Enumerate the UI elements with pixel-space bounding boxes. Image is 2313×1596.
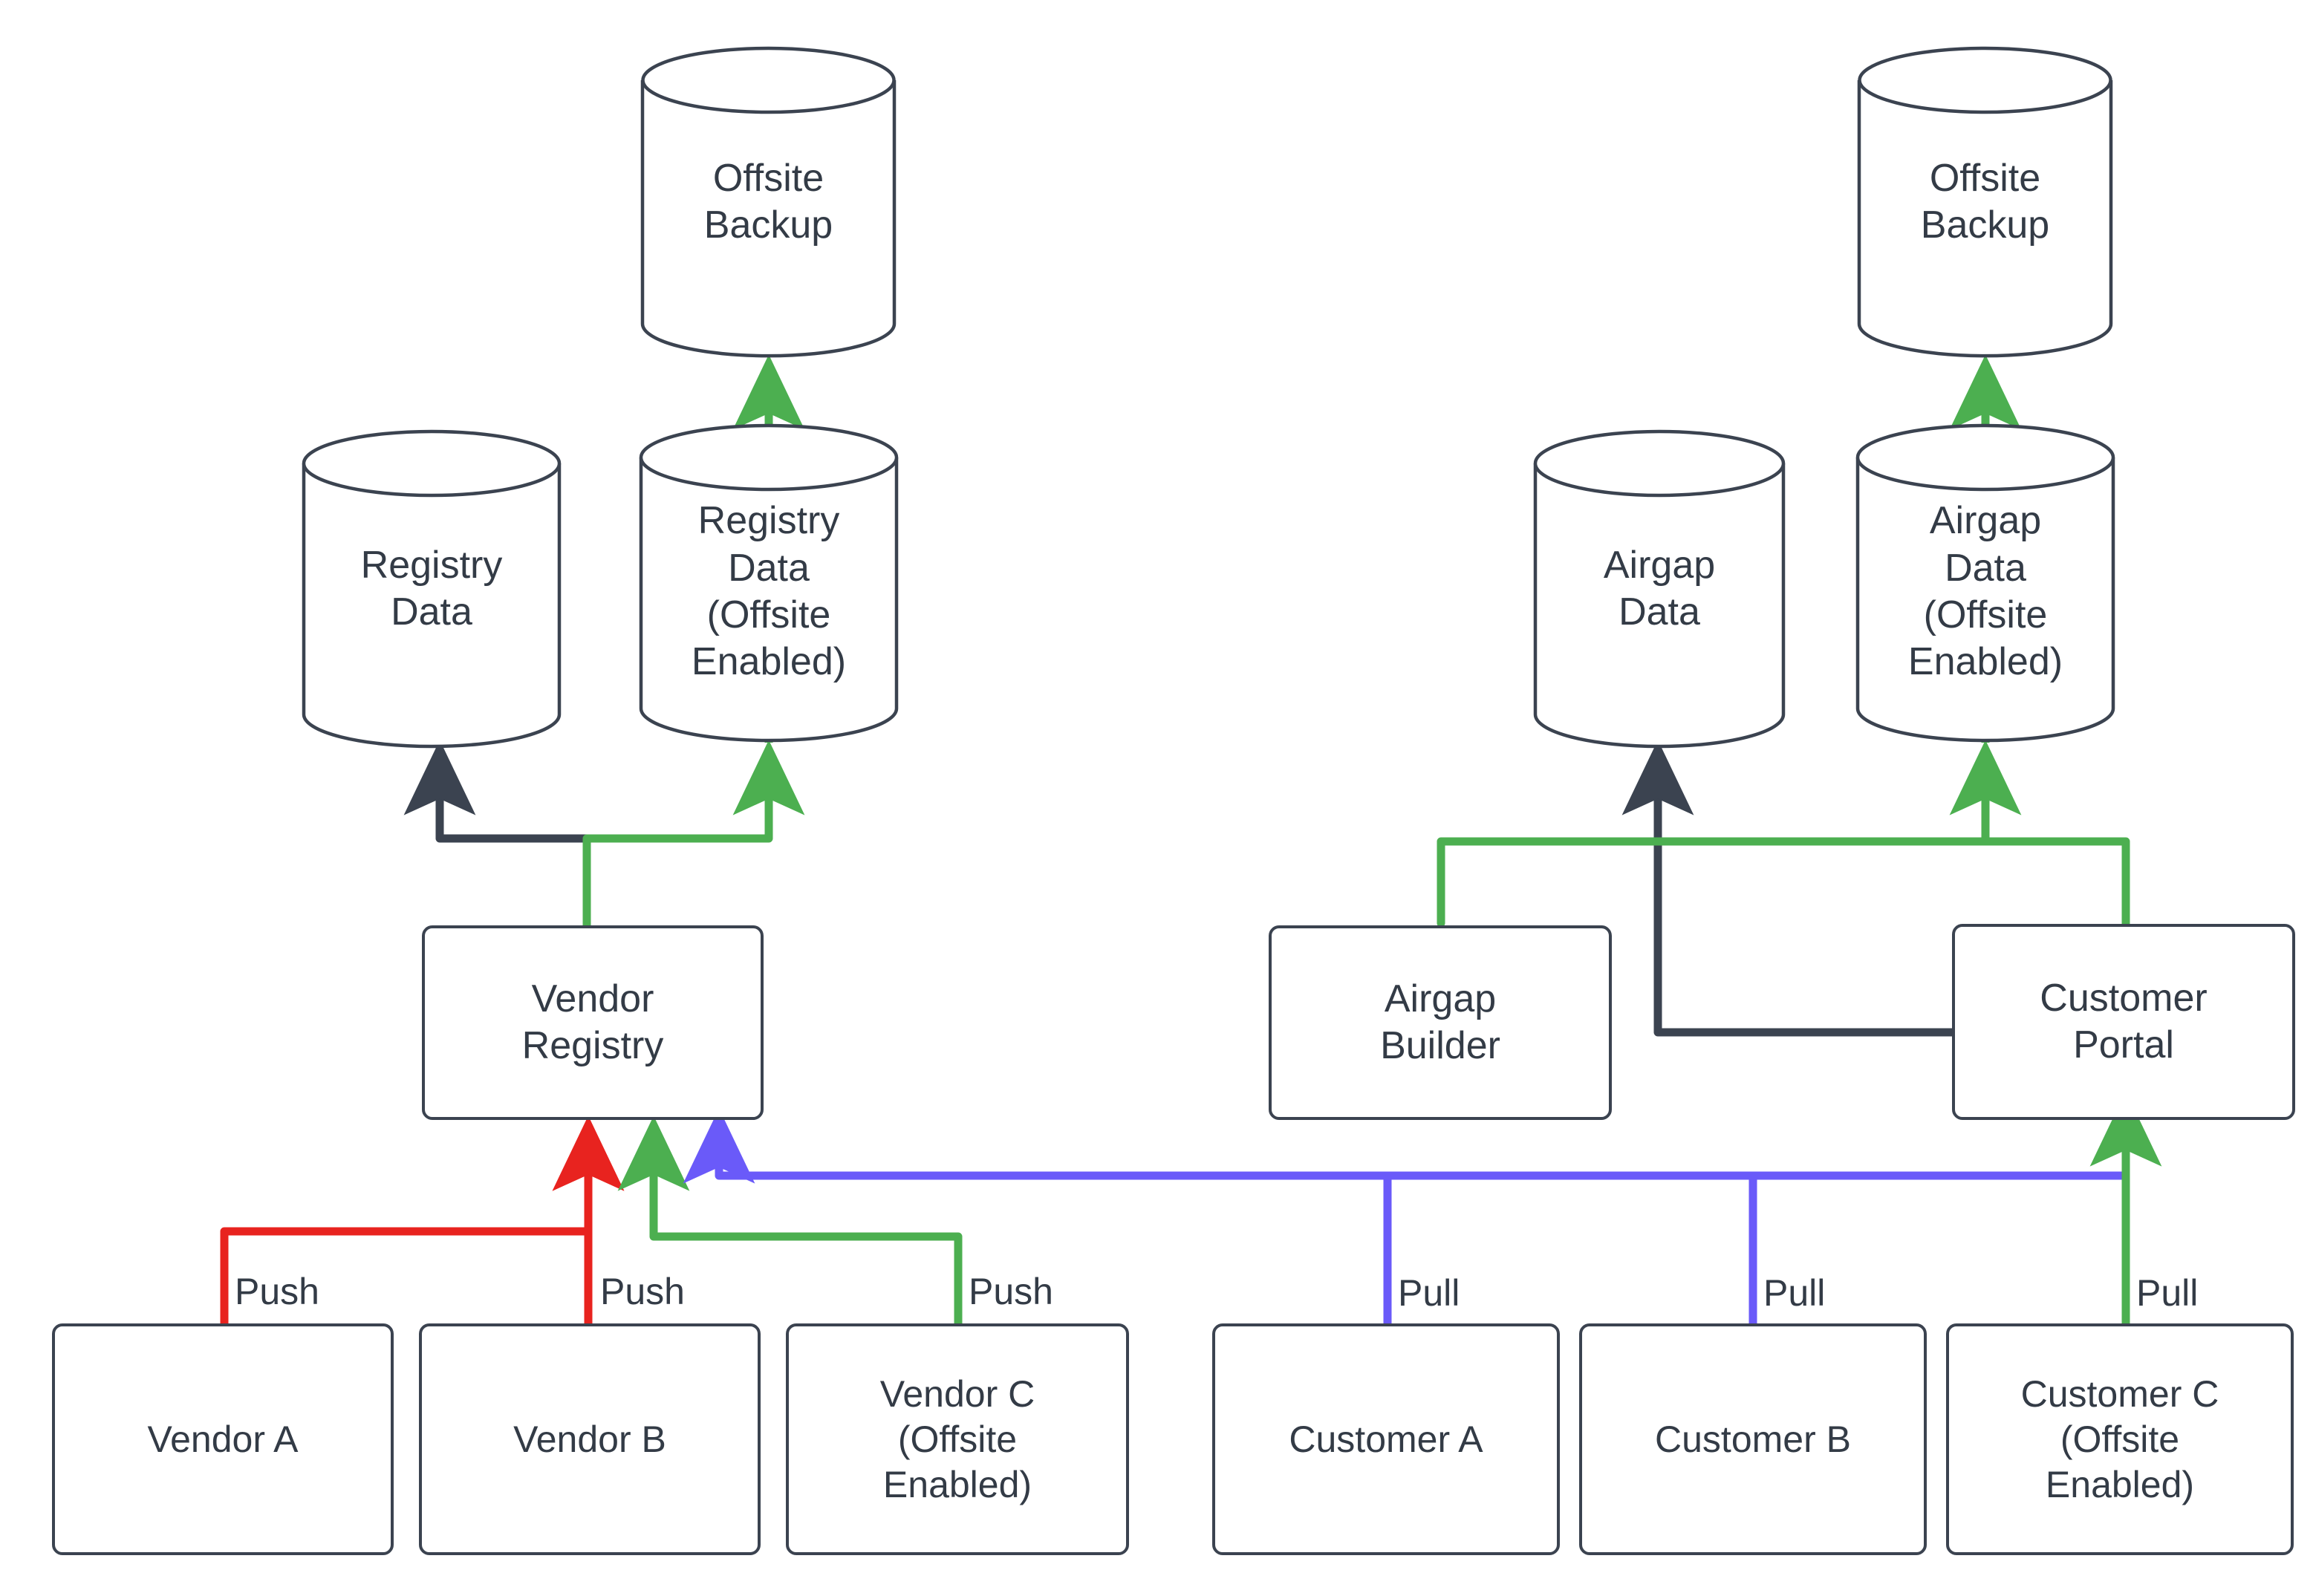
edge-airgapbuilder-to-airgapdataoffsite — [1437, 740, 2022, 928]
node-label: Registry Data (Offsite Enabled) — [691, 499, 847, 684]
node-offsite-backup-left[interactable]: Offsite Backup — [640, 46, 897, 358]
node-customer-portal[interactable]: Customer Portal — [1952, 924, 2295, 1120]
cylinder-shape — [1857, 46, 2113, 358]
edge-label-customer-c-pull: Pull — [2135, 1271, 2200, 1315]
cylinder-shape — [1855, 423, 2115, 743]
edge-customerportal-to-airgapdata — [1621, 740, 1958, 1037]
node-offsite-backup-right[interactable]: Offsite Backup — [1857, 46, 2113, 358]
edge-label-vendor-a-push: Push — [233, 1270, 321, 1313]
edge-label-vendor-c-push: Push — [967, 1270, 1055, 1313]
node-label: Offsite Backup — [1920, 156, 2050, 247]
edge-label-customer-a-pull: Pull — [1396, 1271, 1462, 1315]
node-vendor-a[interactable]: Vendor A — [52, 1323, 394, 1555]
node-label: Airgap Data (Offsite Enabled) — [1907, 499, 2063, 684]
node-vendor-registry[interactable]: Vendor Registry — [422, 925, 764, 1120]
node-customer-b[interactable]: Customer B — [1579, 1323, 1927, 1555]
node-airgap-data[interactable]: Airgap Data — [1533, 429, 1786, 749]
edge-vendorregistry-to-registrydataoffsite — [582, 740, 805, 929]
node-registry-data-offsite[interactable]: Registry Data (Offsite Enabled) — [639, 423, 899, 743]
node-vendor-c[interactable]: Vendor C (Offsite Enabled) — [786, 1323, 1129, 1555]
node-label: Offsite Backup — [703, 156, 833, 247]
node-registry-data[interactable]: Registry Data — [302, 429, 562, 749]
edge-vendorc-to-vendorregistry — [617, 1115, 963, 1328]
node-customer-c[interactable]: Customer C (Offsite Enabled) — [1946, 1323, 2294, 1555]
edge-label-vendor-b-push: Push — [599, 1270, 686, 1313]
node-customer-a[interactable]: Customer A — [1212, 1323, 1560, 1555]
node-airgap-builder[interactable]: Airgap Builder — [1269, 925, 1612, 1120]
edge-vendorregistry-to-registrydata — [403, 740, 591, 929]
node-label: Registry Data — [360, 543, 503, 633]
node-vendor-b[interactable]: Vendor B — [419, 1323, 761, 1555]
edge-label-customer-b-pull: Pull — [1762, 1271, 1827, 1315]
edge-customera-to-vendorregistry — [683, 1108, 1392, 1328]
node-airgap-data-offsite[interactable]: Airgap Data (Offsite Enabled) — [1855, 423, 2115, 743]
node-label: Airgap Data — [1603, 543, 1716, 633]
cylinder-shape — [640, 46, 897, 358]
edge-customerportal-to-airgapdataoffsite — [1981, 773, 2130, 928]
